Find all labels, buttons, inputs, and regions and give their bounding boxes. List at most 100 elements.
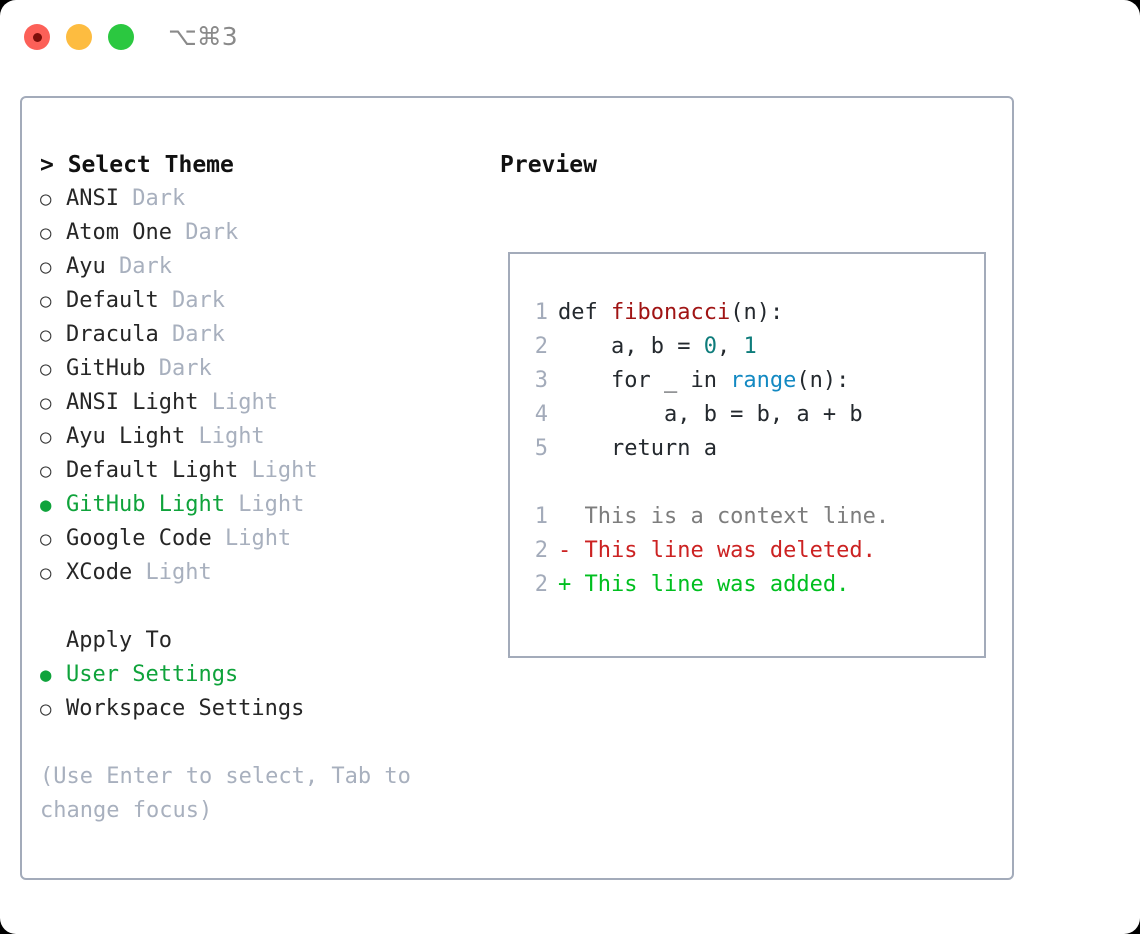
radio-unselected-icon: ○ <box>40 256 52 278</box>
theme-list-item[interactable]: ○ Default Light Light <box>40 454 480 488</box>
theme-list[interactable]: ○ ANSI Dark ○ Atom One Dark ○ Ayu Dark ○ Defaul… <box>40 182 480 590</box>
theme-variant-tag: Light <box>224 526 292 551</box>
theme-variant-tag: Light <box>238 492 305 517</box>
keyboard-shortcut-label: ⌥⌘3 <box>168 22 238 51</box>
theme-name-label: Default <box>66 288 172 313</box>
theme-variant-tag: Dark <box>185 220 239 245</box>
diff-text: + This line was added. <box>558 572 850 597</box>
code-token: 1 <box>743 334 757 359</box>
code-token: (n): <box>796 368 850 393</box>
theme-list-item[interactable]: ○ Default Dark <box>40 284 480 318</box>
code-token: , <box>716 334 744 359</box>
theme-list-item[interactable]: ● GitHub Light Light <box>40 488 480 522</box>
theme-list-item[interactable]: ○ Ayu Dark <box>40 250 480 284</box>
code-token: (n): <box>730 300 784 325</box>
theme-list-item[interactable]: ○ ANSI Dark <box>40 182 480 216</box>
code-token: a, b = <box>558 334 704 359</box>
radio-unselected-icon: ○ <box>40 222 52 244</box>
theme-variant-tag: Dark <box>118 254 172 279</box>
preview-separator <box>526 466 978 500</box>
code-line: 3 for _ in range(n): <box>526 364 978 398</box>
theme-list-item[interactable]: ○ XCode Light <box>40 556 480 590</box>
theme-name-label: Atom One <box>66 220 186 245</box>
select-theme-heading: > Select Theme <box>40 152 234 178</box>
theme-variant-tag: Light <box>198 424 265 449</box>
line-number: 2 <box>534 334 548 359</box>
code-token: return a <box>558 436 717 461</box>
radio-unselected-icon: ○ <box>40 290 52 312</box>
theme-variant-tag: Dark <box>158 356 212 381</box>
theme-name-label: GitHub <box>66 356 159 381</box>
theme-variant-tag: Dark <box>132 186 186 211</box>
main-panel: > Select Theme ○ANSI Dark○Atom One Dark○… <box>20 96 1014 880</box>
line-number: 3 <box>534 368 548 393</box>
line-number: 1 <box>534 300 548 325</box>
line-number: 1 <box>534 504 548 529</box>
theme-variant-tag: Light <box>251 458 318 483</box>
close-pip-icon <box>32 32 42 42</box>
theme-variant-tag: Light <box>211 390 278 415</box>
theme-name-label: Dracula <box>66 322 172 347</box>
line-number: 4 <box>534 402 548 427</box>
apply-to-label: Workspace Settings <box>66 696 305 721</box>
code-line: 5 return a <box>526 432 978 466</box>
theme-variant-tag: Dark <box>171 288 225 313</box>
theme-variant-tag: Dark <box>171 322 225 347</box>
theme-name-label: Ayu <box>66 254 119 279</box>
theme-name-label: ANSI <box>66 186 133 211</box>
radio-selected-icon: ● <box>40 664 52 686</box>
close-button-icon[interactable] <box>24 24 50 50</box>
theme-list-item[interactable]: ○ Ayu Light Light <box>40 420 480 454</box>
code-token: a, b = b, a + b <box>558 402 863 427</box>
radio-unselected-icon: ○ <box>40 698 52 720</box>
radio-unselected-icon: ○ <box>40 392 52 414</box>
apply-to-option[interactable]: ○ Workspace Settings <box>40 692 480 726</box>
zoom-button-icon[interactable] <box>108 24 134 50</box>
title-bar: ⌥⌘3 <box>0 0 1140 76</box>
diff-text: - This line was deleted. <box>558 538 876 563</box>
code-token: fibonacci <box>610 300 731 325</box>
diff-line: 2 + This line was added. <box>526 568 978 602</box>
radio-unselected-icon: ○ <box>40 528 52 550</box>
apply-to-heading: Apply To <box>66 628 172 653</box>
diff-text: This is a context line. <box>558 504 890 529</box>
theme-name-label: Ayu Light <box>66 424 199 449</box>
theme-variant-tag: Light <box>145 560 212 585</box>
theme-list-item[interactable]: ○ GitHub Dark <box>40 352 480 386</box>
theme-name-label: GitHub Light <box>66 492 239 517</box>
diff-line: 1 This is a context line. <box>526 500 978 534</box>
code-token: 0 <box>703 334 717 359</box>
apply-to-option[interactable]: ● User Settings <box>40 658 480 692</box>
traffic-lights <box>24 24 134 50</box>
radio-unselected-icon: ○ <box>40 562 52 584</box>
theme-selector-column: > Select Theme ○ANSI Dark○Atom One Dark○… <box>40 148 480 828</box>
diff-line: 2 - This line was deleted. <box>526 534 978 568</box>
theme-name-label: Google Code <box>66 526 225 551</box>
theme-list-item[interactable]: ○ANSI Light Light <box>40 386 480 420</box>
theme-list-item[interactable]: ○ Atom One Dark <box>40 216 480 250</box>
line-number: 2 <box>534 538 548 563</box>
theme-name-label: Default Light <box>66 458 252 483</box>
code-line: 2 a, b = 0, 1 <box>526 330 978 364</box>
line-number: 5 <box>534 436 548 461</box>
apply-to-label: User Settings <box>66 662 239 687</box>
radio-unselected-icon: ○ <box>40 358 52 380</box>
minimize-button-icon[interactable] <box>66 24 92 50</box>
radio-unselected-icon: ○ <box>40 426 52 448</box>
radio-unselected-icon: ○ <box>40 188 52 210</box>
theme-list-item[interactable]: ○ Dracula Dark <box>40 318 480 352</box>
list-spacer <box>40 590 480 624</box>
code-token: for _ in <box>558 368 731 393</box>
radio-unselected-icon: ○ <box>40 460 52 482</box>
radio-selected-icon: ● <box>40 494 52 516</box>
theme-list-item[interactable]: ○ Google Code Light <box>40 522 480 556</box>
radio-unselected-icon: ○ <box>40 324 52 346</box>
theme-name-label: XCode <box>66 560 146 585</box>
line-number: 2 <box>534 572 548 597</box>
preview-heading: Preview <box>500 152 597 178</box>
apply-to-list[interactable]: ● User Settings ○ Workspace Settings <box>40 658 480 726</box>
